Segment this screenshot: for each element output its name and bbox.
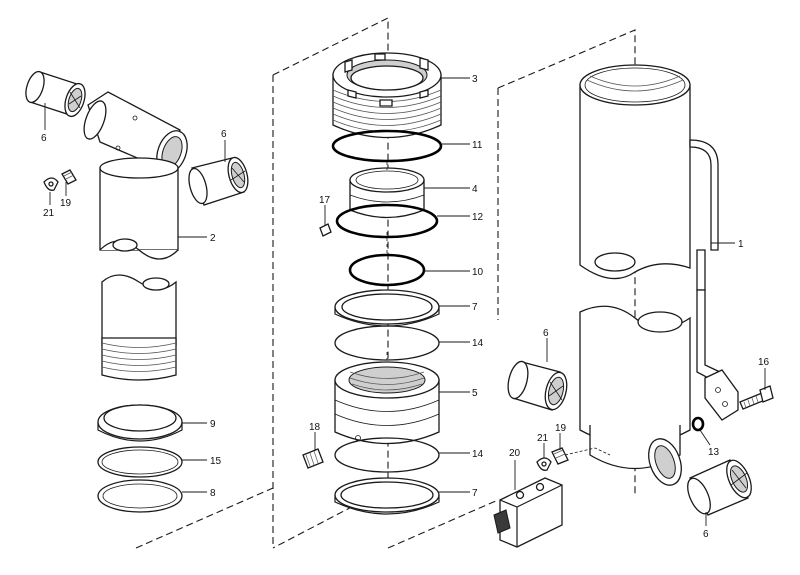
callout-19-right: 19 — [555, 423, 567, 434]
callout-labels: 6 6 21 19 2 9 15 8 3 11 4 17 12 10 7 14 … — [41, 74, 770, 540]
part-20-manifold-block — [493, 477, 563, 548]
callout-12: 12 — [472, 212, 484, 223]
callout-21-right: 21 — [537, 433, 549, 444]
callout-18: 18 — [309, 422, 321, 433]
part-5-piston — [334, 361, 440, 445]
callout-4: 4 — [472, 184, 478, 195]
callout-1: 1 — [738, 239, 744, 250]
callout-11: 11 — [472, 140, 483, 151]
callout-14-lower: 14 — [472, 449, 484, 460]
part-18-grub-screw — [302, 448, 324, 469]
callout-10: 10 — [472, 267, 484, 278]
callout-6-right-upper: 6 — [543, 328, 549, 339]
callout-15: 15 — [210, 456, 222, 467]
part-6-sleeve-top-left — [25, 70, 86, 118]
part-16-bolt — [739, 385, 774, 410]
part-6-sleeve-left — [188, 156, 249, 206]
part-15-ring — [97, 446, 183, 478]
callout-6-right-lower: 6 — [703, 529, 709, 540]
callout-19-left: 19 — [60, 198, 72, 209]
callout-20: 20 — [509, 448, 521, 459]
part-3-castle-nut — [332, 52, 442, 139]
leader-lines — [44, 77, 766, 526]
assembly-frame-right — [387, 29, 636, 549]
callout-6-top-left: 6 — [41, 133, 47, 144]
part-6-sleeve-right-lower — [687, 459, 752, 516]
callout-7-lower: 7 — [472, 488, 478, 499]
part-9-ring — [97, 404, 183, 442]
callout-2: 2 — [210, 233, 216, 244]
part-1-cylinder-tube — [579, 64, 719, 291]
callout-9: 9 — [210, 419, 216, 430]
part-21-clip-right — [536, 457, 552, 471]
part-4-collar — [349, 167, 425, 219]
part-13-oring — [691, 416, 705, 432]
callout-17: 17 — [319, 195, 331, 206]
callout-14-upper: 14 — [472, 338, 484, 349]
part-11-oring — [331, 129, 443, 163]
part-10-oring — [348, 253, 426, 287]
part-6-sleeve-right-upper — [507, 360, 568, 411]
callout-8: 8 — [210, 488, 216, 499]
part-8-ring — [97, 479, 183, 513]
part-21-clip-left — [43, 177, 59, 191]
part-2-tee-body — [83, 91, 188, 260]
assembly-frame-left — [135, 17, 389, 549]
part-14-ring-lower — [334, 437, 440, 473]
part-19-fitting-left — [61, 169, 77, 185]
part-17-pin — [319, 223, 332, 237]
callout-21-left: 21 — [43, 208, 55, 219]
part-19-fitting-right — [551, 447, 569, 465]
callout-5: 5 — [472, 388, 478, 399]
callout-13: 13 — [708, 447, 720, 458]
part-valve-block — [704, 369, 739, 421]
callout-3: 3 — [472, 74, 478, 85]
part-12-oring — [335, 203, 439, 239]
callout-16: 16 — [758, 357, 770, 368]
part-2-lower-body — [101, 274, 177, 381]
part-1-lower-body — [579, 289, 722, 486]
part-7-ring-lower — [334, 477, 440, 515]
callout-7-upper: 7 — [472, 302, 478, 313]
callout-6-left: 6 — [221, 129, 227, 140]
part-7-ring-upper — [334, 289, 440, 327]
